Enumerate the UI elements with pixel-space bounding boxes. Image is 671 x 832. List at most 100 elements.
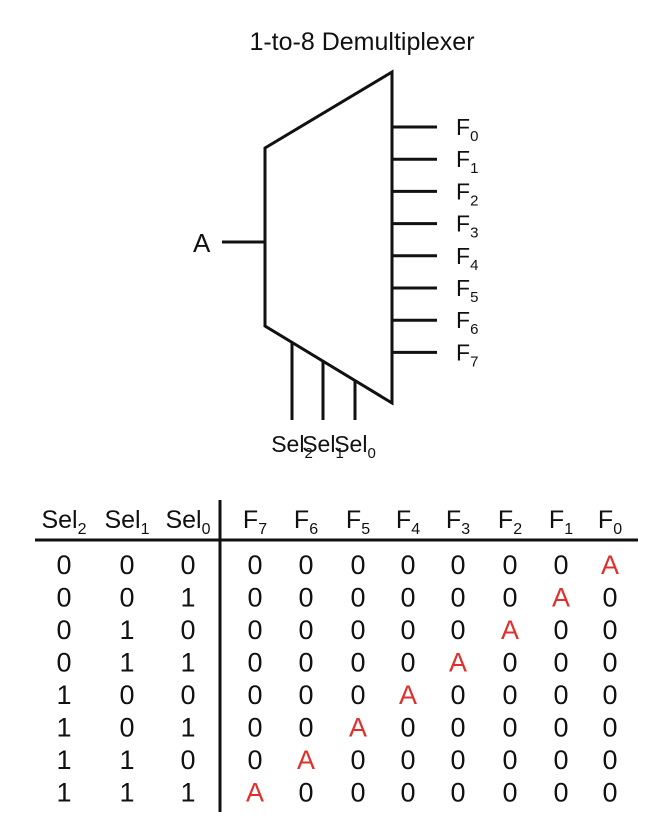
output-cell: 0 (502, 680, 517, 710)
output-cell: 0 (450, 550, 465, 580)
output-cell: 0 (247, 680, 262, 710)
sel-cell: 0 (180, 745, 195, 775)
output-cell: 0 (553, 745, 568, 775)
output-cell-active: A (449, 648, 467, 678)
sel-header: Sel0 (165, 506, 210, 538)
sel-cell: 1 (119, 615, 134, 645)
output-cell: 0 (400, 550, 415, 580)
output-label: F0 (456, 114, 478, 145)
output-cell-active: A (601, 550, 619, 580)
output-cell: 0 (450, 713, 465, 743)
output-cell: 0 (298, 680, 313, 710)
output-cell: 0 (502, 713, 517, 743)
sel-cell: 0 (119, 680, 134, 710)
output-header: F1 (549, 506, 573, 538)
sel-cell: 1 (119, 648, 134, 678)
output-label: F3 (456, 211, 478, 242)
select-label: Sel2 (271, 431, 313, 462)
output-cell: 0 (247, 583, 262, 613)
sel-cell: 0 (119, 550, 134, 580)
output-cell: 0 (553, 648, 568, 678)
output-header: F0 (598, 506, 622, 538)
sel-cell: 1 (119, 778, 134, 808)
sel-cell: 1 (180, 583, 195, 613)
output-cell: 0 (400, 778, 415, 808)
output-cell: 0 (350, 583, 365, 613)
output-cell: 0 (602, 713, 617, 743)
output-cell-active: A (399, 680, 417, 710)
sel-header: Sel2 (41, 506, 86, 538)
output-label: F4 (456, 243, 478, 274)
output-cell: 0 (502, 745, 517, 775)
output-cell: 0 (502, 550, 517, 580)
output-cell: 0 (602, 583, 617, 613)
output-cell: 0 (502, 583, 517, 613)
output-cell: 0 (502, 648, 517, 678)
sel-cell: 1 (180, 778, 195, 808)
output-label: F6 (456, 307, 478, 338)
output-cell: 0 (602, 745, 617, 775)
output-cell: 0 (298, 778, 313, 808)
sel-cell: 1 (56, 713, 71, 743)
output-cell: 0 (502, 778, 517, 808)
output-cell: 0 (450, 745, 465, 775)
output-header: F2 (498, 506, 522, 538)
output-cell: 0 (247, 648, 262, 678)
output-cell-active: A (297, 745, 315, 775)
sel-cell: 0 (180, 550, 195, 580)
output-cell-active: A (246, 778, 264, 808)
output-cell-active: A (501, 615, 519, 645)
output-cell: 0 (400, 713, 415, 743)
select-label: Sel1 (302, 431, 344, 462)
sel-cell: 0 (56, 648, 71, 678)
output-cell: 0 (350, 745, 365, 775)
output-cell: 0 (553, 615, 568, 645)
output-cell: 0 (450, 583, 465, 613)
output-cell: 0 (602, 615, 617, 645)
output-label: F7 (456, 339, 478, 370)
input-label: A (193, 228, 211, 258)
output-cell: 0 (298, 615, 313, 645)
output-label: F2 (456, 178, 478, 209)
diagram-title: 1-to-8 Demultiplexer (249, 28, 474, 56)
output-cell: 0 (350, 648, 365, 678)
output-cell-active: A (349, 713, 367, 743)
output-cell: 0 (400, 648, 415, 678)
output-cell: 0 (350, 778, 365, 808)
output-cell: 0 (350, 615, 365, 645)
sel-cell: 0 (56, 615, 71, 645)
output-label: F1 (456, 146, 478, 177)
select-label: Sel0 (334, 431, 376, 462)
output-cell: 0 (298, 583, 313, 613)
sel-cell: 0 (119, 713, 134, 743)
output-cell: 0 (450, 615, 465, 645)
output-cell-active: A (552, 583, 570, 613)
output-cell: 0 (298, 713, 313, 743)
output-cell: 0 (247, 550, 262, 580)
sel-cell: 0 (119, 583, 134, 613)
sel-header: Sel1 (104, 506, 149, 538)
demux-body (263, 69, 394, 406)
output-label: F5 (456, 275, 478, 306)
sel-cell: 0 (56, 583, 71, 613)
output-cell: 0 (553, 778, 568, 808)
sel-cell: 0 (180, 615, 195, 645)
output-cell: 0 (553, 680, 568, 710)
sel-cell: 1 (56, 778, 71, 808)
output-cell: 0 (400, 615, 415, 645)
output-cell: 0 (602, 648, 617, 678)
sel-cell: 1 (180, 713, 195, 743)
sel-cell: 0 (180, 680, 195, 710)
output-header: F5 (346, 506, 370, 538)
output-cell: 0 (602, 778, 617, 808)
